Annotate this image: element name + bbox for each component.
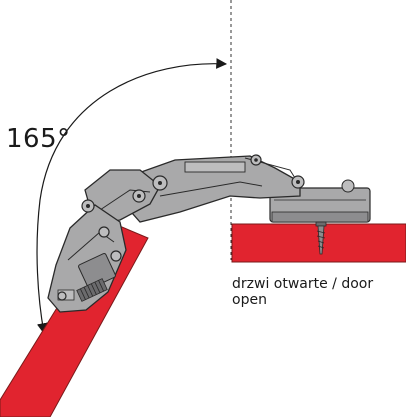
hinge-cup (47, 204, 127, 313)
opening-angle-arc (36, 58, 228, 335)
opening-angle-label: 165° (6, 124, 71, 154)
hinge-arm (124, 155, 301, 223)
mounting-screw-icon (315, 221, 327, 255)
spring-coil-icon (76, 278, 108, 302)
door-state-caption: drzwi otwarte / door open (232, 276, 374, 308)
